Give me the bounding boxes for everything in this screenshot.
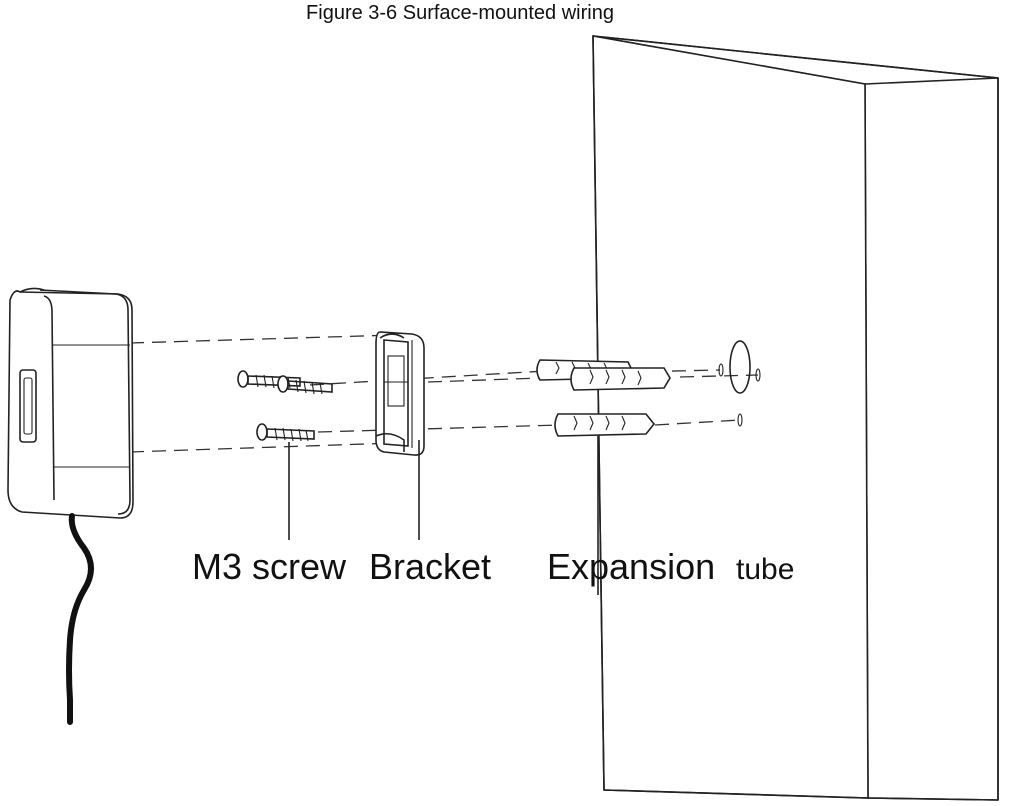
- expansion-tube-2: [570, 367, 671, 391]
- figure-caption: Figure 3-6 Surface-mounted wiring: [306, 2, 614, 24]
- expansion-label: Expansion: [547, 546, 716, 587]
- wall: [592, 35, 999, 801]
- bracket: [375, 331, 425, 456]
- m3-screws: [237, 370, 333, 442]
- expansion-tube-3: [554, 413, 656, 437]
- m3-screw-3: [256, 423, 315, 442]
- tube-label: tube: [732, 550, 799, 590]
- m3-screw-label: M3 screw: [192, 546, 347, 587]
- wall-holes: [718, 340, 761, 427]
- expansion-tubes: [536, 359, 671, 437]
- m3-screw-2: [277, 375, 333, 395]
- leader-lines: [288, 436, 599, 595]
- bracket-label: Bracket: [369, 546, 492, 587]
- access-reader-device: [7, 287, 134, 725]
- alignment-guides: [129, 334, 759, 453]
- m3-screw-1: [237, 370, 301, 389]
